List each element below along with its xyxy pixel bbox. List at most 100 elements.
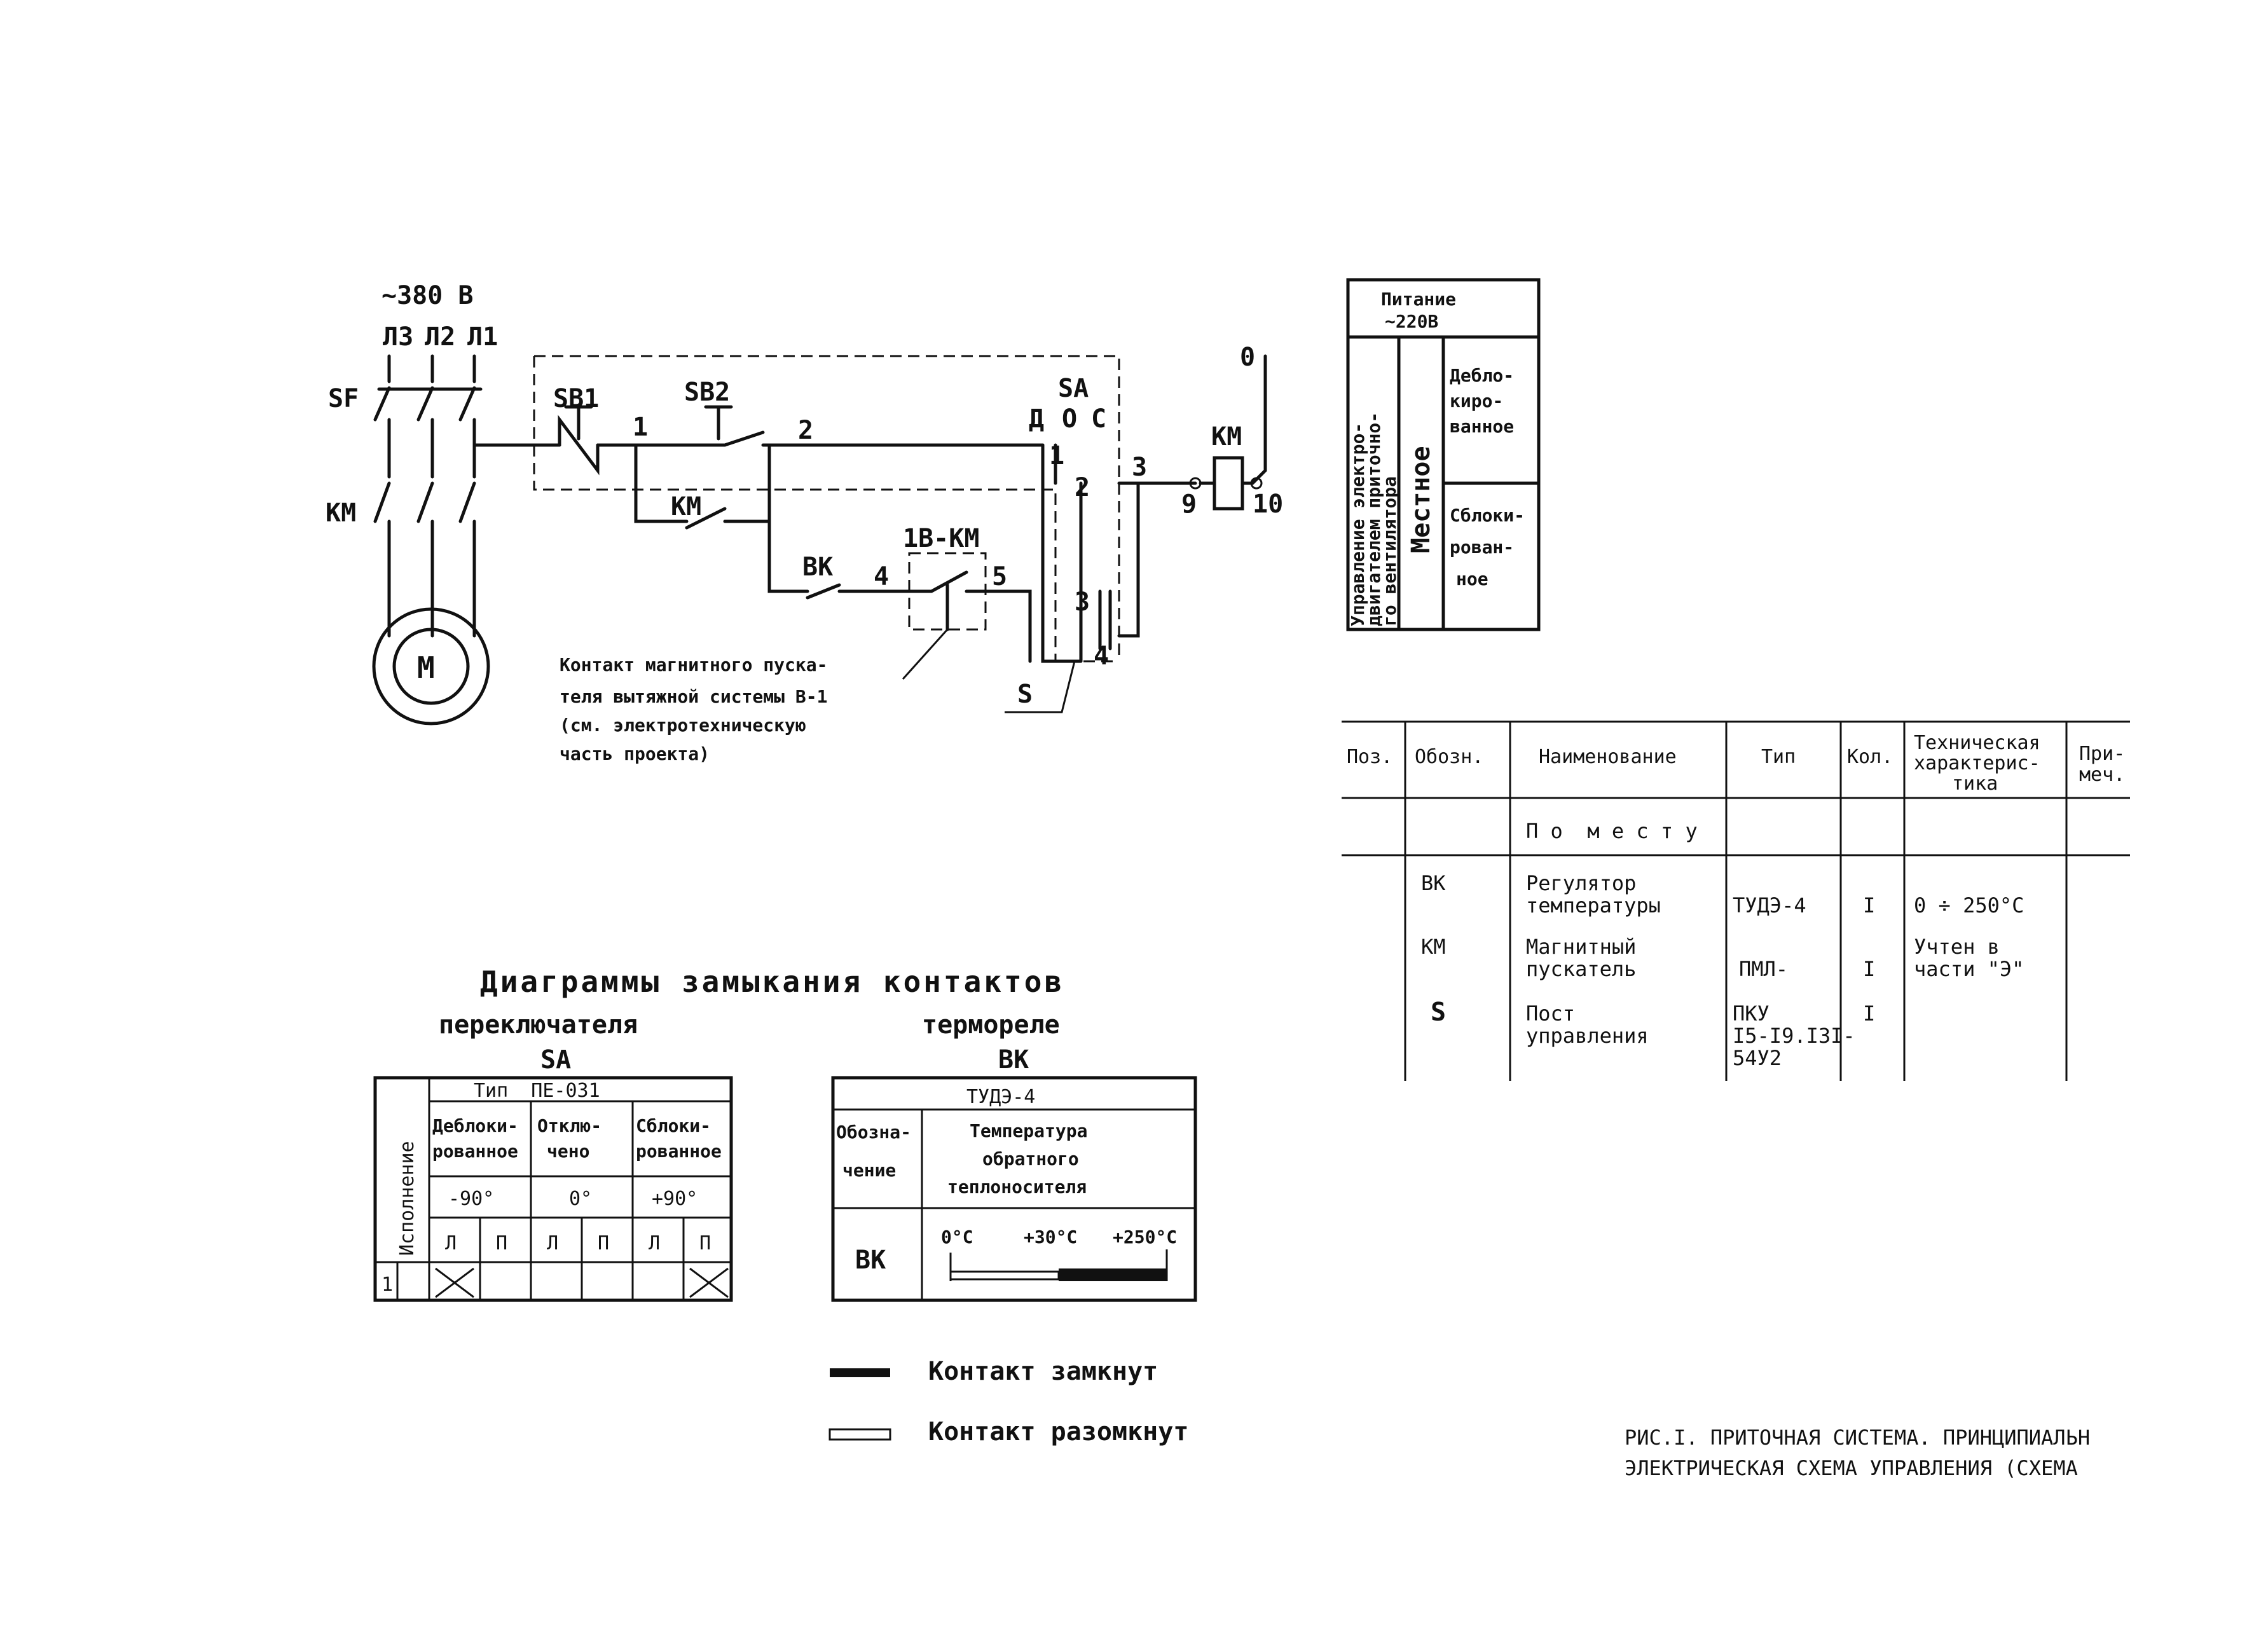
neutral-label: 0 [1240,343,1255,372]
switch-pos-d: Д [1029,404,1044,434]
diagrams-title: Диаграммы замыкания контактов [480,965,1064,999]
phase-l3-label: Л3 [383,322,413,352]
bk-code-header-1: Обозна- [836,1122,911,1143]
note-line-2: теля вытяжной системы В-1 [560,686,827,707]
switch-label: SA [1058,374,1089,403]
phase-l1-label: Л1 [467,322,498,352]
sa-contact-2: П [496,1232,507,1254]
bk-contact-closed-bar [1059,1268,1167,1281]
coil-wire [1117,481,1216,638]
sa-pos-1-line-1: Деблоки- [432,1115,518,1136]
bk-temp-0: 0°С [941,1227,973,1248]
node-5-label: 5 [992,562,1007,591]
coil-km [1213,456,1244,511]
note-leader [902,628,949,680]
locked-line-3: ное [1456,568,1488,589]
sa-contact-6: П [699,1232,711,1254]
sa-caption-1: переключателя [439,1010,638,1040]
thermo-relay-label: ВК [802,553,833,582]
sa-pos-2-line-2: чено [547,1141,589,1162]
hold-contact-label: КМ [671,492,701,521]
sa-pos-2-line-1: Отклю- [537,1115,601,1136]
sa-terminal-1: 1 [1049,441,1064,471]
spec-row-3-name-2: управления [1526,1024,1649,1048]
spec-header-qty: Кол. [1847,746,1893,768]
sa-angle-2: 0° [569,1188,592,1210]
bk-caption-2: ВК [998,1045,1029,1075]
spec-table: Поз. Обозн. Наименование Тип Кол. Технич… [1342,720,2130,1081]
spec-row-3-type-3: 54У2 [1733,1046,1782,1070]
sa-caption-2: SA [540,1045,571,1075]
sa-pos-3-line-2: рованное [636,1141,722,1162]
spec-row-2-qty: I [1863,957,1875,981]
caption-line-1: РИС.I. ПРИТОЧНАЯ СИСТЕМА. ПРИНЦИПИАЛЬН [1625,1426,2090,1450]
locked-line-1: Сблоки- [1450,505,1525,526]
bk-temp-header-2: обратного [982,1148,1079,1169]
hold-contact-branch [634,443,771,530]
contact-diagrams: Диаграммы замыкания контактов переключат… [373,965,1197,1447]
switch-pos-s: С [1091,404,1106,434]
breaker-label: SF [328,384,359,413]
stop-button-sb1 [558,405,600,476]
legend-closed-label: Контакт замкнут [928,1357,1158,1386]
spec-row-2-code: КМ [1421,935,1446,959]
bk-temp-30: +30°С [1024,1227,1077,1248]
spec-row-2-name-2: пускатель [1526,957,1636,981]
terminal-10 [1250,477,1263,490]
node-10-label: 10 [1253,490,1283,519]
spec-row-1-name-1: Регулятор [1526,871,1636,895]
sa-terminal-4: 4 [1094,642,1109,671]
spec-row-2-name-1: Магнитный [1526,935,1636,959]
spec-row-2-tech-2: части "Э" [1914,957,2024,981]
spec-header-tech-2: характерис- [1914,752,2040,774]
power-contactor-label: КМ [326,498,356,528]
switch-pos-o: О [1062,404,1077,434]
sa-contact-4: П [598,1232,609,1254]
sa-angle-3: +90° [652,1188,698,1210]
neutral-wire [1241,354,1267,485]
node-9-label: 9 [1181,490,1197,519]
spec-row-3-code: S [1431,998,1446,1027]
vertical-label-3: го вентилятора [1379,476,1400,626]
switch-contacts [1041,443,1112,663]
ext-contact [907,570,987,631]
power-label-1: Питание [1381,289,1456,310]
spec-header-tech-1: Техническая [1914,732,2040,754]
sa-switch-table: Тип ПЕ-031 Исполнение Деблоки- рованное … [373,1076,733,1302]
power-circuit: ~380 В Л3 Л2 Л1 SF КМ М [326,281,542,725]
note-line-4: часть проекта) [560,743,710,764]
sa-exec-value: 1 [381,1274,393,1296]
note-line-3: (см. электротехническую [560,715,806,736]
bk-contact-open-bar [949,1270,1060,1281]
sa-contact-3: Л [547,1232,558,1254]
legend: Контакт замкнут Контакт разомкнут [828,1357,1188,1447]
motor-inner [392,628,470,705]
post-label: S [1017,680,1033,709]
spec-row-3-type-2: I5-I9.I3I- [1733,1024,1855,1048]
locked-line-2: рован- [1450,537,1514,558]
spec-row-1-name-2: температуры [1526,893,1661,918]
sa-terminal-3: 3 [1075,588,1090,617]
spec-row-1-qty: I [1863,893,1875,918]
sa-contact-5: Л [649,1232,660,1254]
motor-outer [372,607,490,725]
vertical-label-2: двигателем приточно- [1363,412,1384,626]
sa-terminal-2: 2 [1075,473,1090,502]
bk-thermo-table: ТУДЭ-4 Обозна- чение Температура обратно… [831,1076,1197,1302]
bk-type-header: ТУДЭ-4 [966,1086,1035,1108]
sa-contact-1: Л [445,1232,457,1254]
spec-header-code: Обозн. [1415,746,1483,768]
caption-line-2: ЭЛЕКТРИЧЕСКАЯ СХЕМА УПРАВЛЕНИЯ (СХЕМА [1625,1456,2078,1480]
sa-pos-3-line-1: Сблоки- [636,1115,711,1136]
bk-code-value: ВК [855,1246,886,1275]
note-line-1: Контакт магнитного пуска- [560,654,827,675]
control-mode-table: Питание ~220В Управление электро- двигат… [1346,278,1541,631]
spec-row-3-name-1: Пост [1526,1001,1575,1026]
legend-closed-swatch [830,1368,890,1377]
ext-contact-label: 1В-КМ [903,524,979,553]
phase-l2-label: Л2 [425,322,455,352]
phase-wires [373,354,476,638]
bk-temp-header-1: Температура [970,1120,1087,1141]
stop-button-label: SB1 [553,384,599,413]
spec-header-tech-3: тика [1952,773,1998,795]
